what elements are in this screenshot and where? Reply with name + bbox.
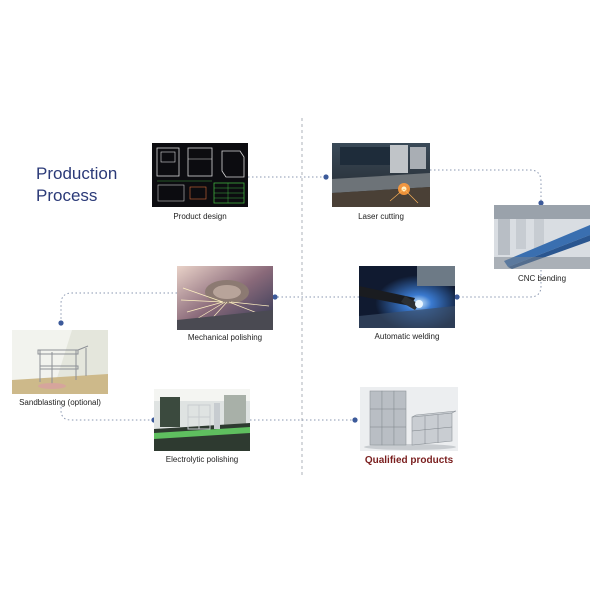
connector-sandblasting-electrolytic: [60, 407, 154, 421]
steel-lockers-photo: [360, 387, 458, 451]
page-title: Production Process: [36, 163, 176, 207]
laser-cutter-photo: [332, 143, 430, 207]
step-label-automatic-welding: Automatic welding: [374, 332, 440, 341]
steel-cart-photo: [12, 330, 108, 394]
cad-drawing-photo: [152, 143, 248, 207]
step-label-cnc-bending: CNC bending: [517, 274, 567, 283]
polishing-line-photo: [154, 389, 250, 451]
press-brake-photo: [494, 205, 590, 269]
step-label-product-design: Product design: [173, 212, 227, 221]
step-label-sandblasting: Sandblasting (optional): [19, 398, 101, 407]
title-line-2: Process: [36, 186, 98, 205]
step-label-electrolytic-polishing: Electrolytic polishing: [165, 455, 239, 464]
title-line-1: Production: [36, 164, 118, 183]
grinding-sparks-photo: [177, 266, 273, 330]
connector-dot: [323, 174, 329, 180]
connector-dot: [58, 320, 64, 326]
welding-torch-photo: [359, 266, 455, 328]
connector-laser-bending: [430, 169, 542, 203]
step-label-mechanical-polishing: Mechanical polishing: [187, 333, 263, 342]
connector-dot: [454, 294, 460, 300]
connector-dot: [352, 417, 358, 423]
step-label-qualified-products: Qualified products: [364, 455, 454, 466]
connector-polishing-sandblasting: [60, 292, 177, 323]
connector-dot: [272, 294, 278, 300]
step-label-laser-cutting: Laser cutting: [358, 212, 404, 221]
